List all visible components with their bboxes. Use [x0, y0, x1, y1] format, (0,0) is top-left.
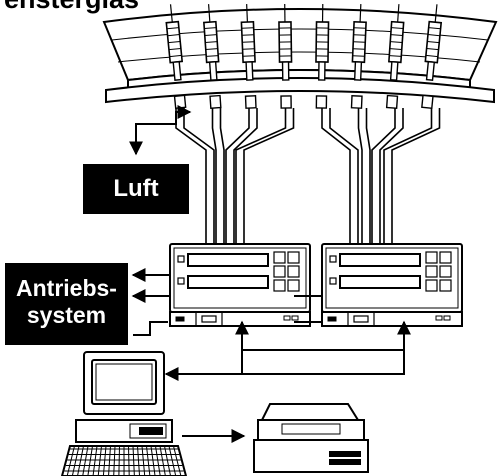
- controller-group: [169, 243, 463, 327]
- computer: [60, 351, 188, 476]
- nozzle-group: [165, 3, 443, 110]
- nozzle-cable: [391, 108, 441, 244]
- controller-unit: [169, 243, 311, 327]
- drive-system-label-line2: system: [26, 302, 107, 328]
- nozzle-cable: [235, 108, 287, 244]
- diagram-title: enstergias: [4, 0, 139, 15]
- nozzle-cable: [371, 108, 396, 244]
- nozzle-cable: [233, 108, 258, 244]
- nozzle-cable: [357, 108, 363, 244]
- nozzle-cable: [379, 108, 404, 244]
- nozzle: [385, 4, 405, 109]
- air-label-box: Luft: [83, 164, 189, 214]
- nozzle: [315, 3, 330, 109]
- nozzle-cable: [243, 108, 295, 244]
- nozzle: [350, 4, 367, 109]
- keyboard: [61, 445, 187, 476]
- nozzle-cable: [211, 108, 217, 244]
- drive-line-lower: [133, 321, 168, 336]
- nozzle: [165, 4, 187, 110]
- nozzle-cable: [329, 108, 359, 244]
- nozzle: [240, 4, 257, 109]
- bus-main: [166, 322, 405, 375]
- nozzle-cable: [321, 108, 351, 244]
- nozzle: [203, 4, 222, 109]
- nozzle-cable: [383, 108, 433, 244]
- drive-system-label-line1: Antriebs-: [16, 275, 117, 301]
- nozzle-cable: [219, 108, 225, 244]
- nozzle: [421, 4, 443, 110]
- nozzle-cable: [365, 108, 371, 244]
- drive-arrow-3: [294, 296, 323, 323]
- printer: [253, 403, 369, 473]
- drive-system-label-box: Antriebs- system: [5, 263, 128, 345]
- controller-unit: [321, 243, 463, 327]
- nozzle-cable: [225, 108, 250, 244]
- cable-bundle: [175, 108, 441, 244]
- nozzle: [278, 3, 293, 109]
